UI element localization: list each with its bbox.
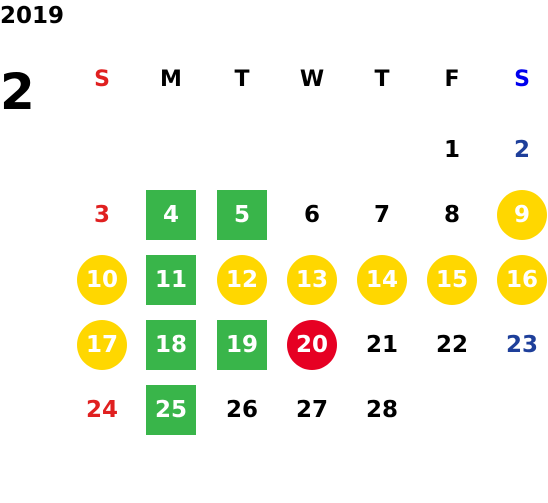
day-cell[interactable]: 4: [146, 190, 196, 240]
day-cell[interactable]: 13: [287, 255, 337, 305]
day-cell[interactable]: 23: [505, 332, 538, 358]
day-cell[interactable]: 17: [77, 320, 127, 370]
day-cell[interactable]: 5: [217, 190, 267, 240]
day-cell[interactable]: 8: [443, 202, 460, 228]
day-cell[interactable]: 1: [443, 137, 460, 163]
day-cell[interactable]: 22: [435, 332, 468, 358]
day-cell[interactable]: 2: [513, 137, 530, 163]
day-cell[interactable]: 10: [77, 255, 127, 305]
day-cell[interactable]: 24: [85, 397, 118, 423]
weekday-header-fri: F: [444, 67, 460, 92]
day-cell[interactable]: 14: [357, 255, 407, 305]
day-cell[interactable]: 26: [225, 397, 258, 423]
weekday-header-sat: S: [514, 67, 530, 92]
weekday-header-mon: M: [160, 67, 182, 92]
weekday-header-tue: T: [234, 67, 250, 92]
day-cell[interactable]: 25: [146, 385, 196, 435]
month-label: 2: [0, 63, 35, 121]
day-cell[interactable]: 19: [217, 320, 267, 370]
day-cell[interactable]: 27: [295, 397, 328, 423]
day-cell[interactable]: 12: [217, 255, 267, 305]
day-cell[interactable]: 20: [287, 320, 337, 370]
weekday-header-wed: W: [299, 67, 325, 92]
day-cell[interactable]: 16: [497, 255, 547, 305]
day-cell[interactable]: 15: [427, 255, 477, 305]
day-cell[interactable]: 28: [365, 397, 398, 423]
day-cell[interactable]: 6: [303, 202, 320, 228]
day-cell[interactable]: 9: [497, 190, 547, 240]
day-cell[interactable]: 3: [93, 202, 110, 228]
day-cell[interactable]: 21: [365, 332, 398, 358]
year-label: 2019: [0, 3, 65, 29]
weekday-header-sun: S: [94, 67, 110, 92]
day-cell[interactable]: 11: [146, 255, 196, 305]
day-cell[interactable]: 18: [146, 320, 196, 370]
day-cell[interactable]: 7: [373, 202, 390, 228]
weekday-header-thu: T: [374, 67, 390, 92]
